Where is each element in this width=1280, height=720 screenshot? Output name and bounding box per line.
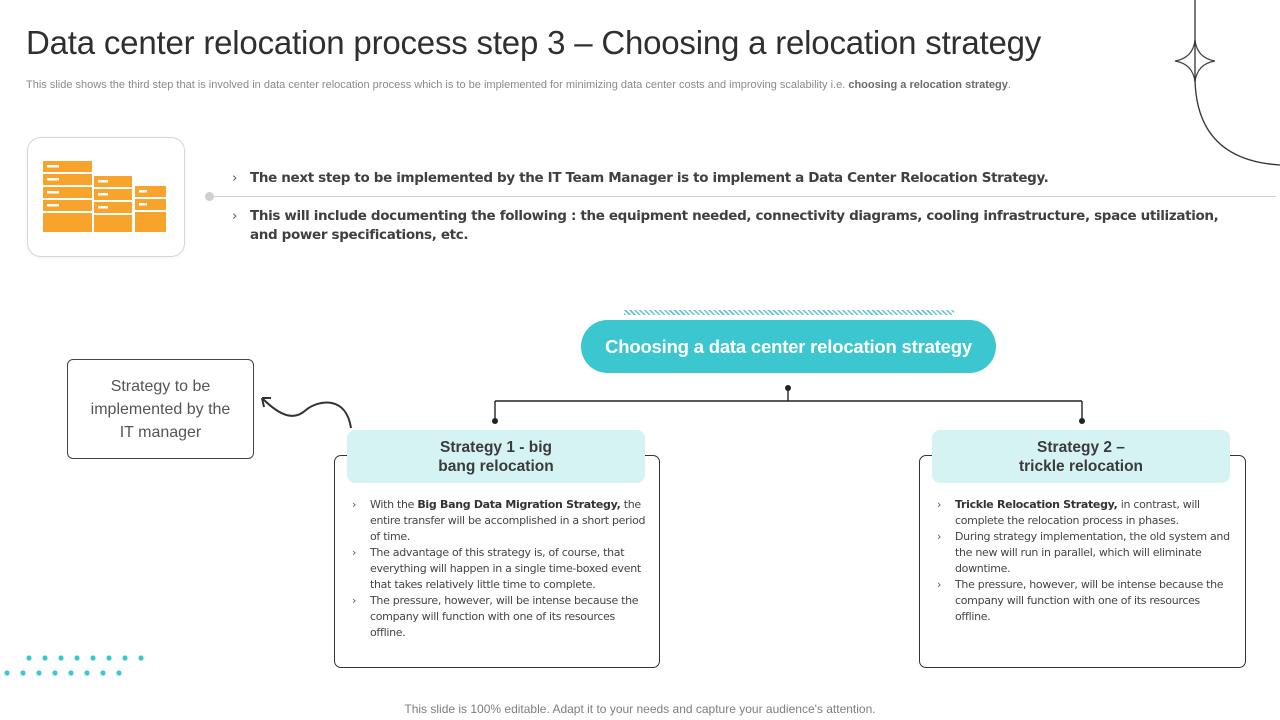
strategy-2-title-line1: Strategy 2 – — [1037, 438, 1125, 456]
strategy-2-title-line2: trickle relocation — [1018, 457, 1144, 475]
server-icon-card — [27, 137, 185, 257]
curved-arrow-icon — [261, 397, 352, 429]
item-text-end: the entire transfer will be accomplished… — [370, 498, 646, 543]
chevron-right-icon: › — [352, 498, 357, 511]
list-item: › The advantage of this strategy is, of c… — [352, 545, 650, 593]
chevron-right-icon: › — [232, 170, 238, 186]
strategy-2-details: › Trickle Relocation Strategy, in contras… — [937, 497, 1235, 625]
intro-bullet-text: The next step to be implemented by the I… — [250, 170, 1049, 186]
strategy-1-card — [334, 455, 660, 668]
list-item: › With the Big Bang Data Migration Strate… — [352, 497, 650, 545]
footer-note: This slide is 100% editable. Adapt it to… — [404, 702, 876, 716]
chevron-right-icon: › — [352, 594, 357, 607]
intro-bullet-1: › The next step to be implemented by the… — [232, 169, 1250, 188]
list-item: › During strategy implementation, the old… — [937, 529, 1235, 577]
callout-text: Strategy to be implemented by the IT man… — [90, 377, 231, 441]
subtitle-emphasis: choosing a relocation strategy — [848, 79, 1008, 91]
item-bold: Big Bang Data Migration Strategy, — [417, 498, 621, 511]
server-rack-icon — [43, 161, 166, 232]
strategy-callout-box: Strategy to be implemented by the IT man… — [67, 359, 254, 459]
strategy-2-card — [919, 455, 1246, 668]
pill-hatch-decoration — [624, 310, 954, 315]
sparkle-star-icon — [1174, 0, 1280, 166]
chevron-right-icon: › — [352, 546, 357, 559]
item-text: With the — [370, 498, 418, 511]
divider-line — [208, 196, 1276, 197]
list-item: › The pressure, however, will be intense … — [937, 577, 1235, 625]
item-text: During strategy implementation, the old … — [955, 530, 1230, 575]
strategy-1-details: › With the Big Bang Data Migration Strate… — [352, 497, 650, 641]
strategy-2-title: Strategy 2 – trickle relocation — [932, 430, 1230, 483]
subtitle-text: This slide shows the third step that is … — [26, 79, 849, 91]
page-title: Data center relocation process step 3 – … — [26, 24, 1042, 61]
subtitle-end: . — [1007, 79, 1011, 91]
decorative-dots — [4, 655, 144, 676]
chevron-right-icon: › — [937, 498, 942, 511]
intro-bullet-text: This will include documenting the follow… — [250, 208, 1219, 243]
chevron-right-icon: › — [937, 530, 942, 543]
item-text-end: in contrast, will complete the relocatio… — [955, 498, 1200, 527]
intro-bullet-2: › This will include documenting the foll… — [232, 207, 1250, 245]
item-text: The pressure, however, will be intense b… — [955, 578, 1224, 623]
strategy-1-title-line1: Strategy 1 - big — [440, 438, 552, 456]
center-heading-pill: Choosing a data center relocation strate… — [581, 320, 996, 373]
list-item: › Trickle Relocation Strategy, in contras… — [937, 497, 1235, 529]
chevron-right-icon: › — [232, 208, 238, 224]
item-text: The advantage of this strategy is, of co… — [370, 546, 641, 591]
item-text: The pressure, however, will be intense b… — [370, 594, 639, 639]
chevron-right-icon: › — [937, 578, 942, 591]
list-item: › The pressure, however, will be intense … — [352, 593, 650, 641]
strategy-1-title: Strategy 1 - big bang relocation — [347, 430, 645, 483]
page-subtitle: This slide shows the third step that is … — [26, 79, 1176, 91]
strategy-1-title-line2: bang relocation — [438, 457, 554, 475]
item-bold: Trickle Relocation Strategy, — [955, 498, 1118, 511]
